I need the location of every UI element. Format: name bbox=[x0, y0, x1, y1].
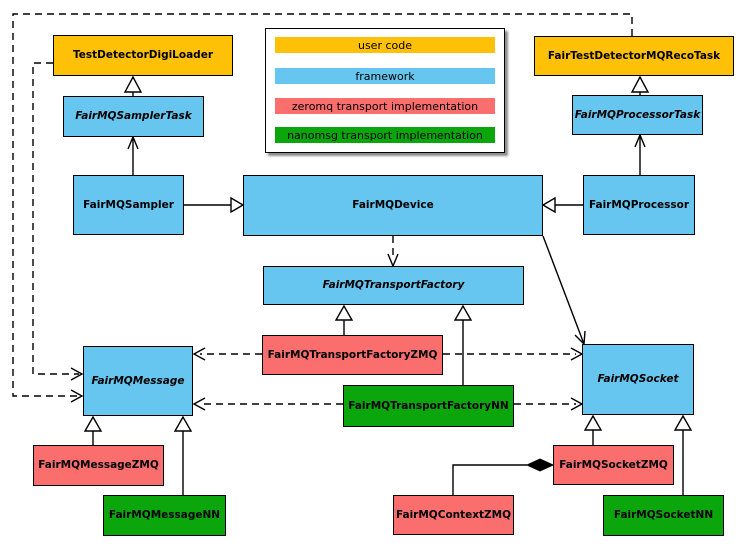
legend-item-zeromq: zeromq transport implementation bbox=[275, 98, 495, 114]
edge-device-to-socket-arrow bbox=[542, 235, 586, 346]
edge-recotask-to-message-dashed bbox=[12, 13, 633, 403]
node-fairmqsocketzmq: FairMQSocketZMQ bbox=[553, 445, 674, 485]
edge-sampler-to-device-generalization bbox=[184, 196, 245, 214]
edge-tfnn-to-message-dashed bbox=[192, 397, 343, 411]
node-fairmqmessagenn: FairMQMessageNN bbox=[103, 495, 226, 536]
legend-item-user-code: user code bbox=[275, 37, 495, 53]
edge-tfnn-to-transportfactory-generalization bbox=[453, 304, 473, 385]
edge-contextzmq-to-socketzmq-composition bbox=[452, 458, 555, 495]
edge-samplertask-to-digiloader-generalization bbox=[123, 75, 143, 96]
edge-tfzmq-to-transportfactory-generalization bbox=[334, 304, 354, 335]
edge-tfzmq-to-message-dashed bbox=[192, 347, 262, 361]
legend-item-nanomsg: nanomsg transport implementation bbox=[275, 127, 495, 143]
edge-processortask-to-recotask-generalization bbox=[630, 75, 650, 95]
edge-socketzmq-to-socket-generalization bbox=[583, 414, 603, 445]
edge-sampler-to-samplertask-arrow bbox=[127, 135, 139, 175]
node-fairmqsampler: FairMQSampler bbox=[73, 175, 184, 235]
edge-processor-to-device-generalization bbox=[541, 196, 583, 214]
edge-tfnn-to-socket-dashed bbox=[514, 397, 584, 411]
legend: user code framework zeromq transport imp… bbox=[265, 28, 505, 153]
node-fairtestdetectormqrecotask: FairTestDetectorMQRecoTask bbox=[534, 36, 734, 76]
node-testdetectordigiloader: TestDetectorDigiLoader bbox=[53, 35, 233, 76]
edge-socketnn-to-socket-generalization bbox=[673, 414, 693, 495]
node-fairmqdevice: FairMQDevice bbox=[243, 175, 543, 236]
node-fairmqtransportfactory: FairMQTransportFactory bbox=[263, 266, 524, 305]
node-fairmqsamplertask: FairMQSamplerTask bbox=[63, 96, 204, 137]
legend-item-framework: framework bbox=[275, 68, 495, 84]
node-fairmqtransportfactoryzmq: FairMQTransportFactoryZMQ bbox=[262, 335, 443, 375]
node-fairmqtransportfactorynn: FairMQTransportFactoryNN bbox=[343, 385, 514, 427]
edge-tfzmq-to-socket-dashed bbox=[443, 347, 584, 361]
edge-messagezmq-to-message-generalization bbox=[83, 415, 103, 445]
node-fairmqmessagezmq: FairMQMessageZMQ bbox=[33, 445, 164, 486]
node-fairmqcontextzmq: FairMQContextZMQ bbox=[393, 495, 514, 535]
edge-processor-to-processortask-arrow bbox=[634, 133, 646, 175]
edge-messagenn-to-message-generalization bbox=[173, 415, 193, 495]
node-fairmqsocket: FairMQSocket bbox=[582, 344, 694, 415]
node-fairmqmessage: FairMQMessage bbox=[83, 346, 193, 416]
edge-device-to-transportfactory-dashed bbox=[387, 236, 399, 268]
node-fairmqprocessortask: FairMQProcessorTask bbox=[572, 95, 703, 135]
edge-digiloader-to-message-dashed bbox=[32, 62, 84, 381]
node-fairmqprocessor: FairMQProcessor bbox=[583, 175, 695, 235]
node-fairmqsocketnn: FairMQSocketNN bbox=[603, 495, 724, 536]
